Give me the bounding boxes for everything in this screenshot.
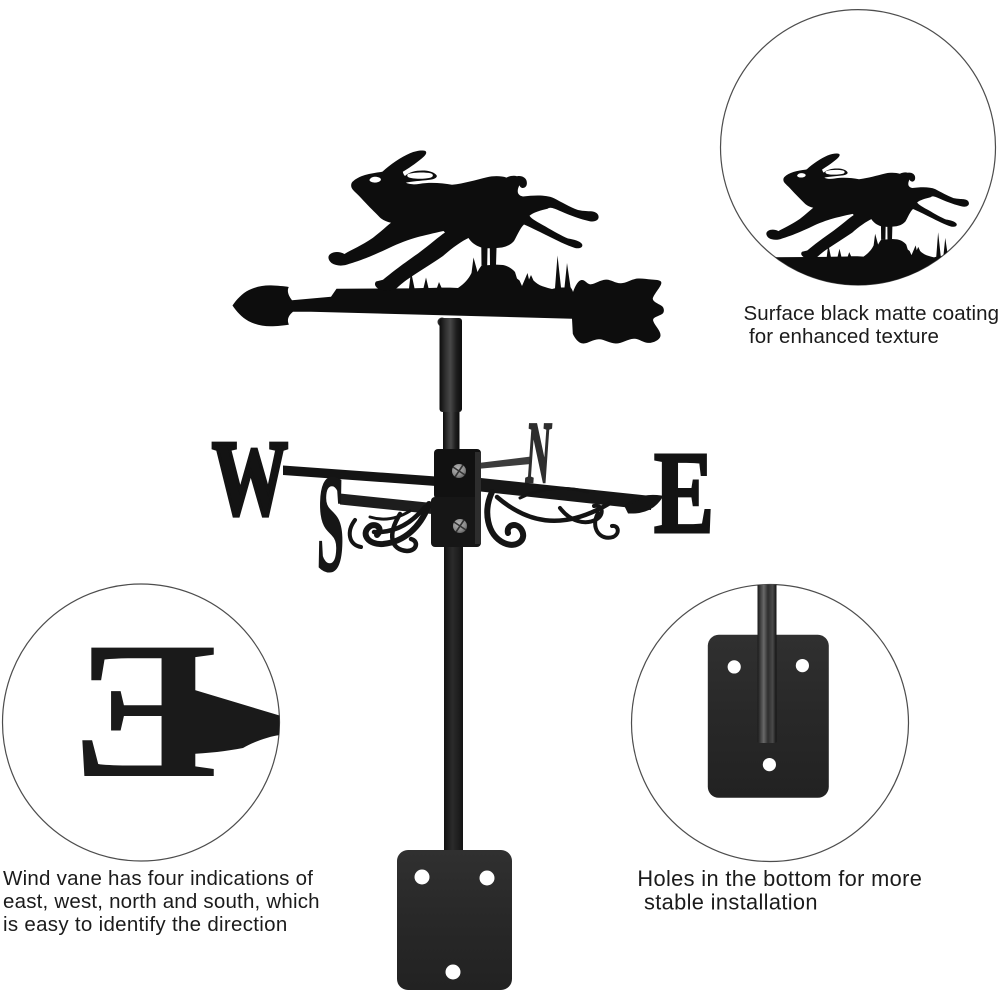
svg-text:for enhanced texture: for enhanced texture <box>749 325 939 348</box>
svg-text:Surface black matte coating: Surface black matte coating <box>744 302 1000 325</box>
svg-text:Holes in the bottom for more: Holes in the bottom for more <box>637 866 922 891</box>
svg-text:Wind vane has four indications: Wind vane has four indications of <box>3 867 313 890</box>
svg-text:east, west, north and south, w: east, west, north and south, which <box>3 890 320 913</box>
svg-text:is easy to identify the direct: is easy to identify the direction <box>3 913 288 936</box>
svg-text:stable installation: stable installation <box>644 890 818 915</box>
svg-text:W: W <box>212 419 288 538</box>
svg-text:E: E <box>654 426 714 557</box>
svg-text:S: S <box>316 446 346 601</box>
